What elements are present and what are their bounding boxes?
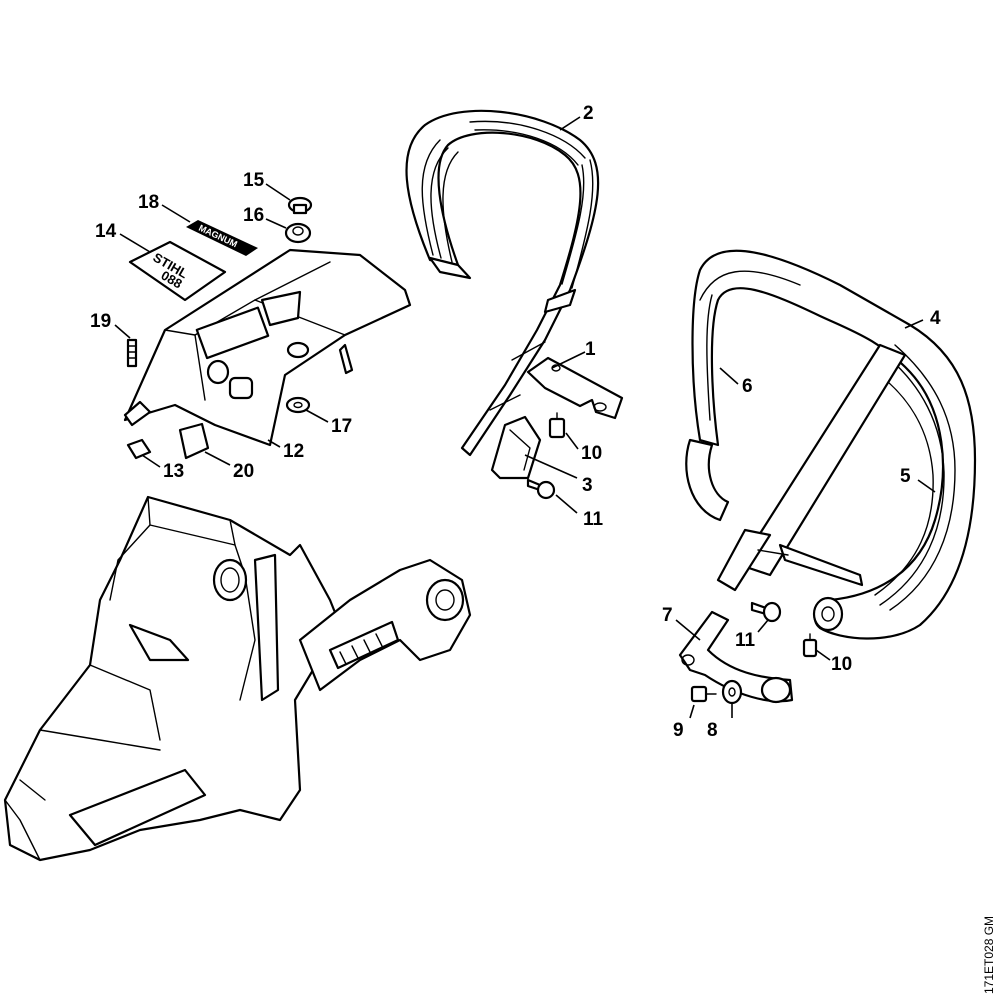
callout-9: 9 [673, 720, 684, 741]
callout-19: 19 [90, 311, 111, 332]
callout-10-upper: 10 [581, 443, 602, 464]
callout-12: 12 [283, 441, 304, 462]
screw-11-upper [526, 478, 556, 500]
screw-11-lower [750, 601, 782, 623]
screw-10-upper [548, 412, 566, 439]
cap-15 [287, 196, 313, 215]
callout-16: 16 [243, 205, 264, 226]
handle-bracket [526, 356, 624, 420]
cover-20 [178, 422, 210, 460]
grommet-16 [284, 222, 312, 244]
callout-1: 1 [585, 339, 596, 360]
reference-code: 171ET028 GM [982, 915, 996, 994]
callout-6: 6 [742, 376, 753, 397]
nut-13 [126, 438, 152, 460]
callout-18: 18 [138, 192, 159, 213]
clamp-plate [490, 415, 542, 480]
callout-13: 13 [163, 461, 184, 482]
screw-9 [690, 685, 717, 703]
callout-20: 20 [233, 461, 254, 482]
callout-numbers: 1 2 3 4 5 6 7 8 9 10 10 11 11 12 13 14 1… [90, 103, 941, 741]
callout-11-lower: 11 [735, 630, 756, 651]
callout-4: 4 [930, 308, 941, 329]
callout-10-lower: 10 [831, 654, 852, 675]
callout-8: 8 [707, 720, 718, 741]
magnum-decal-text: MAGNUM [197, 223, 239, 250]
leader-lines [114, 116, 936, 719]
top-cover [123, 248, 412, 447]
callout-17: 17 [331, 416, 352, 437]
callout-11-upper: 11 [583, 509, 604, 530]
callout-5: 5 [900, 466, 911, 487]
crankcase-housing [3, 495, 472, 862]
callout-15: 15 [243, 170, 265, 191]
washer-17 [285, 396, 311, 414]
front-handle-upper [405, 109, 600, 457]
screw-10-lower [802, 633, 818, 658]
model-decal: STIHL 088 [128, 240, 227, 302]
screw-19 [126, 338, 138, 368]
callout-2: 2 [583, 103, 594, 124]
callout-14: 14 [95, 221, 117, 242]
washer-8 [721, 679, 743, 705]
callout-7: 7 [662, 605, 673, 626]
callout-3: 3 [582, 475, 593, 496]
rear-handle [685, 249, 977, 640]
